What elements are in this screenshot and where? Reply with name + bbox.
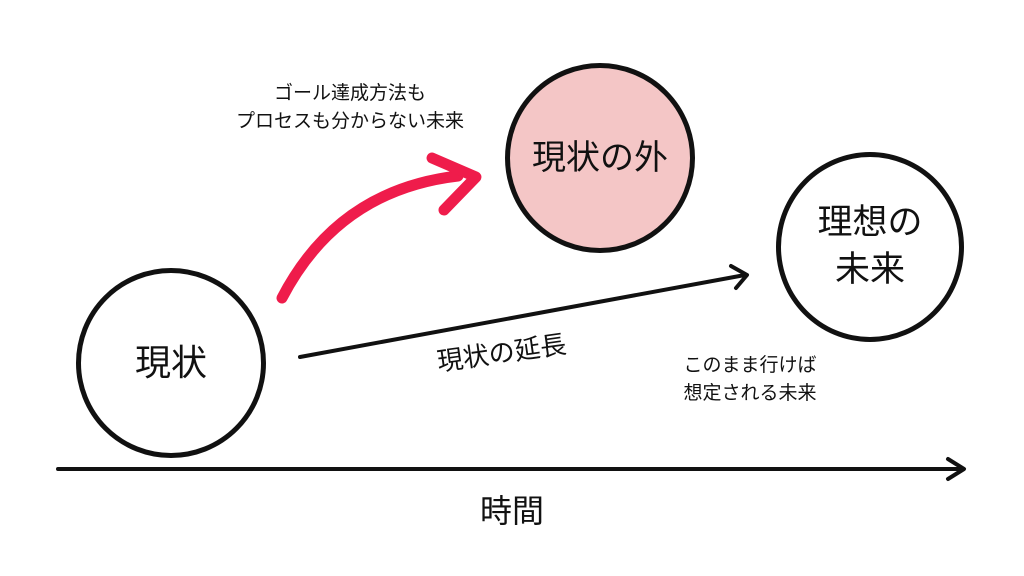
expected-future-caption: このまま行けば 想定される未来 bbox=[650, 352, 850, 407]
unknown-future-caption: ゴール達成方法も プロセスも分からない未来 bbox=[195, 80, 505, 135]
expected-future-caption-line1: このまま行けば bbox=[683, 354, 817, 376]
outside-label: 現状の外 bbox=[532, 137, 668, 178]
unknown-future-caption-line2: プロセスも分からない未来 bbox=[235, 109, 464, 132]
breakthrough-arrow bbox=[276, 152, 482, 304]
ideal-future-label-line1: 理想の bbox=[817, 202, 923, 243]
unknown-future-caption-line1: ゴール達成方法も bbox=[273, 82, 426, 104]
time-axis-arrow bbox=[56, 457, 966, 481]
ideal-future-label-line2: 未来 bbox=[834, 250, 905, 290]
extension-arrow bbox=[298, 264, 749, 359]
ideal-future-circle: 理想の 未来 bbox=[776, 152, 964, 342]
present-circle: 現状 bbox=[76, 268, 266, 458]
outside-circle: 現状の外 bbox=[505, 63, 695, 253]
expected-future-caption-line2: 想定される未来 bbox=[683, 381, 817, 404]
present-label: 現状 bbox=[134, 342, 207, 384]
time-axis-label: 時間 bbox=[479, 492, 544, 530]
